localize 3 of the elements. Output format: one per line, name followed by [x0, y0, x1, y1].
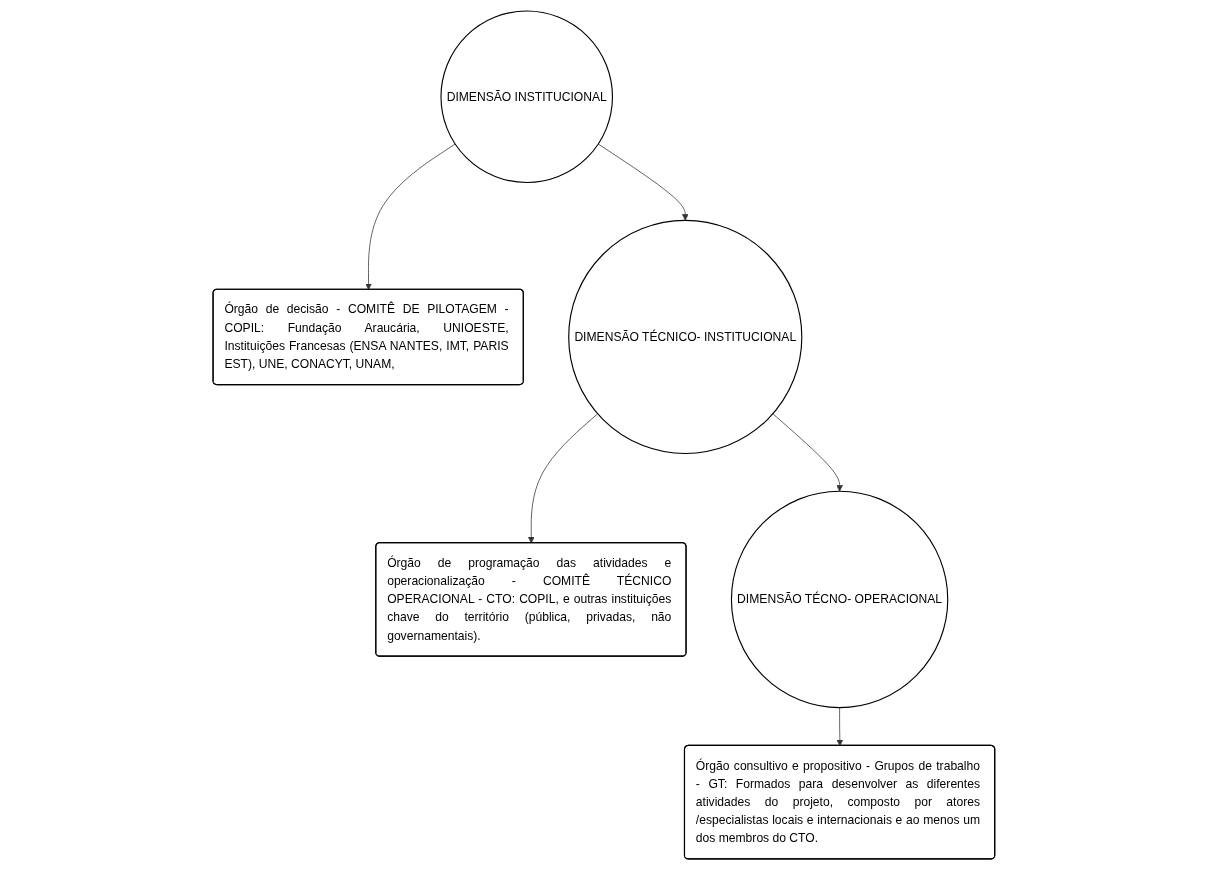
node-circle: DIMENSÃO INSTITUCIONAL	[440, 10, 614, 183]
node-circle: DIMENSÃO TÉCNICO- INSTITUCIONAL	[568, 219, 803, 454]
node-circle: DIMENSÃO TÉCNO- OPERACIONAL	[730, 490, 949, 708]
